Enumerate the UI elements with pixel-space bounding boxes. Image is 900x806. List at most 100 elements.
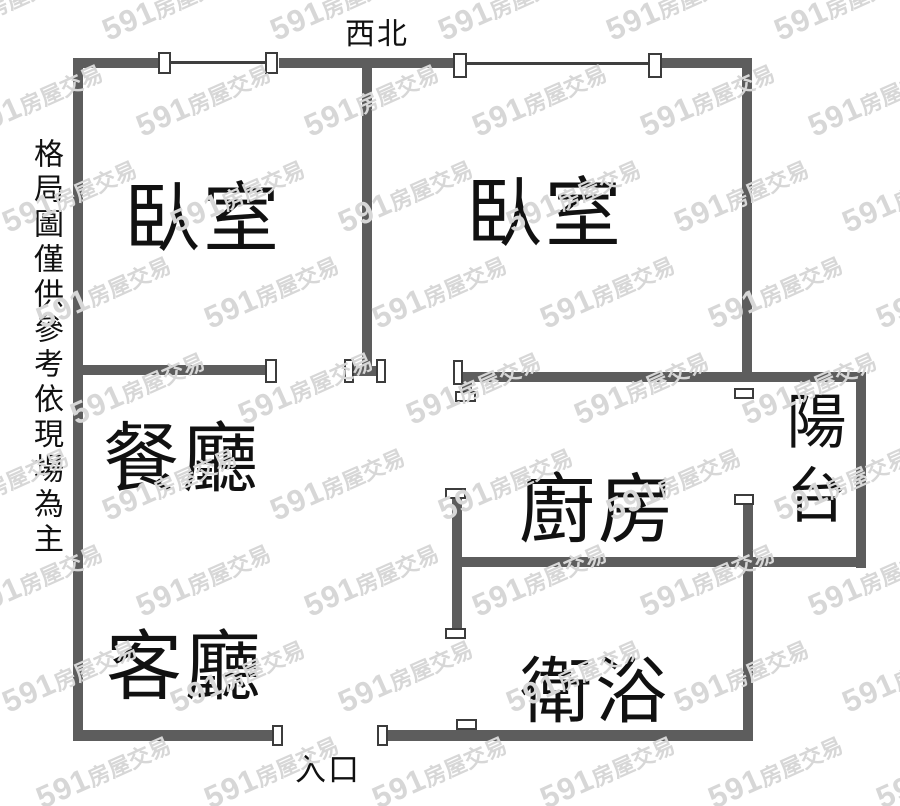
door-post-divider-left [344, 359, 354, 383]
window-post [265, 52, 278, 74]
watermark-text: 房屋交易 [890, 156, 900, 216]
watermark-number: 591 [466, 569, 532, 624]
watermark-number: 591 [836, 665, 900, 720]
wall-kitchen-bathroom-divider [452, 557, 866, 567]
watermark-number: 591 [198, 281, 264, 336]
watermark-number: 591 [668, 185, 734, 240]
wall-kitchen-balcony-top [463, 372, 866, 382]
watermark-number: 591 [568, 377, 634, 432]
watermark: 591房屋交易 [265, 438, 410, 529]
watermark-text: 房屋交易 [84, 732, 175, 792]
wall-top-segment-b [279, 58, 454, 68]
watermark: 591房屋交易 [703, 246, 848, 337]
watermark: 591房屋交易 [299, 534, 444, 625]
door-post-bedroom2 [453, 360, 463, 385]
watermark-text: 房屋交易 [16, 60, 107, 120]
watermark-number: 591 [96, 0, 162, 48]
watermark: 591房屋交易 [433, 0, 578, 48]
watermark-number: 591 [802, 569, 868, 624]
watermark-text: 房屋交易 [486, 0, 577, 23]
watermark-number: 591 [332, 665, 398, 720]
watermark-text: 房屋交易 [822, 0, 900, 23]
watermark: 591房屋交易 [803, 534, 900, 625]
door-post-bedroom1 [265, 359, 277, 383]
watermark-text: 房屋交易 [588, 732, 679, 792]
watermark-number: 591 [466, 89, 532, 144]
window-glass-bedroom2 [467, 62, 648, 65]
wall-kitchen-balcony-divider [743, 505, 753, 741]
watermark-number: 591 [0, 569, 28, 624]
room-label-kitchen: 廚房 [519, 469, 677, 553]
window-post [158, 52, 171, 74]
wall-bottom-left [73, 730, 283, 741]
wall-bedroom-divider [362, 64, 372, 368]
watermark-text: 房屋交易 [0, 0, 73, 23]
compass-label: 西北 [345, 18, 409, 51]
watermark-text: 房屋交易 [386, 636, 477, 696]
watermark-text: 房屋交易 [420, 732, 511, 792]
watermark-text: 房屋交易 [352, 540, 443, 600]
watermark-text: 房屋交易 [520, 60, 611, 120]
watermark-number: 591 [432, 473, 498, 528]
watermark-text: 房屋交易 [890, 636, 900, 696]
door-post-kitchen-top [455, 391, 476, 402]
watermark: 591房屋交易 [871, 246, 900, 337]
watermark: 591房屋交易 [837, 150, 900, 241]
watermark-number: 591 [634, 569, 700, 624]
watermark-number: 591 [366, 281, 432, 336]
watermark-number: 591 [198, 761, 264, 806]
watermark-number: 591 [400, 377, 466, 432]
wall-bedroom1-dining-divider [73, 365, 266, 375]
watermark-number: 591 [870, 281, 900, 336]
watermark-number: 591 [600, 0, 666, 48]
room-label-living: 客廳 [106, 626, 264, 710]
watermark: 591房屋交易 [769, 0, 900, 48]
watermark-text: 房屋交易 [654, 0, 745, 23]
watermark-number: 591 [366, 761, 432, 806]
watermark-number: 591 [30, 761, 96, 806]
door-post-balcony-bottom [734, 494, 754, 505]
watermark-text: 房屋交易 [856, 60, 900, 120]
watermark-number: 591 [298, 569, 364, 624]
watermark-text: 房屋交易 [318, 444, 409, 504]
watermark-text: 房屋交易 [150, 0, 241, 23]
watermark-number: 591 [534, 761, 600, 806]
entrance-label: 入口 [295, 752, 361, 788]
watermark: 591房屋交易 [803, 54, 900, 145]
wall-kitchen-left [452, 498, 462, 639]
watermark-text: 房屋交易 [688, 540, 779, 600]
watermark-number: 591 [264, 0, 330, 48]
room-label-bedroom-2: 臥室 [466, 173, 624, 257]
watermark: 591房屋交易 [401, 342, 546, 433]
watermark-text: 房屋交易 [756, 732, 847, 792]
watermark: 591房屋交易 [669, 630, 814, 721]
window-glass-bedroom1 [171, 61, 265, 64]
watermark-number: 591 [534, 281, 600, 336]
door-post-balcony-top [734, 388, 754, 399]
room-label-dining: 餐廳 [103, 418, 261, 502]
wall-top-segment-a [73, 58, 158, 68]
room-label-balcony: 陽台 [778, 390, 844, 538]
watermark: 591房屋交易 [333, 150, 478, 241]
room-label-bedroom-1: 臥室 [124, 178, 282, 262]
watermark-number: 591 [802, 89, 868, 144]
watermark-number: 591 [836, 185, 900, 240]
watermark-number: 591 [130, 89, 196, 144]
disclaimer-text: 格局圖僅供參考依現場為主 [29, 138, 62, 558]
door-post-entrance-left [272, 725, 283, 746]
watermark-number: 591 [432, 0, 498, 48]
watermark: 591房屋交易 [0, 150, 142, 241]
watermark-number: 591 [702, 281, 768, 336]
watermark: 591房屋交易 [837, 630, 900, 721]
watermark-number: 591 [870, 761, 900, 806]
watermark-number: 591 [702, 761, 768, 806]
wall-left-exterior [73, 58, 83, 741]
watermark-text: 房屋交易 [184, 60, 275, 120]
wall-bathroom-bottom [387, 730, 752, 741]
watermark-text: 房屋交易 [386, 156, 477, 216]
wall-kitchen-top-stub [462, 382, 472, 392]
watermark: 591房屋交易 [871, 726, 900, 806]
wall-balcony-right [856, 372, 866, 568]
watermark-number: 591 [264, 473, 330, 528]
